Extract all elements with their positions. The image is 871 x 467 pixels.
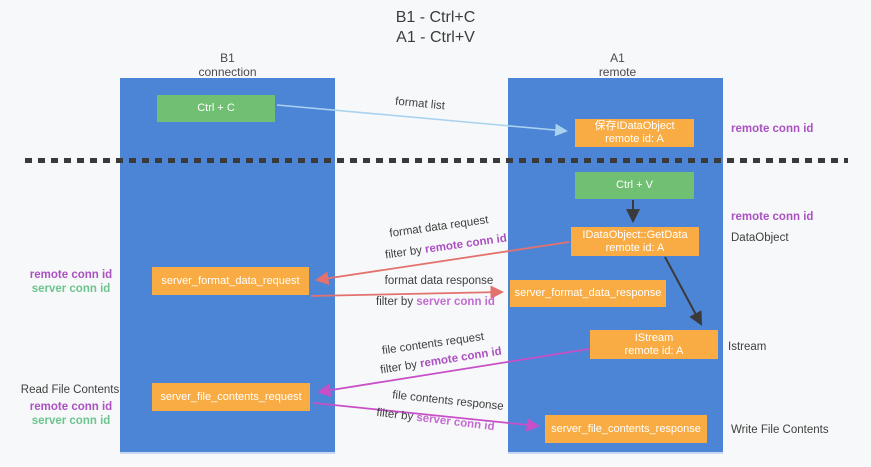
lane-left-name: B1 — [220, 51, 235, 65]
lane-header-left: B1 connection — [150, 51, 305, 79]
file-response-label-text: file contents response — [391, 389, 505, 413]
file-request-filter-prefix: filter by — [379, 358, 422, 377]
istream-node: IStream remote id: A — [590, 330, 718, 359]
right-mid-remote-conn-id: remote conn id — [731, 211, 814, 223]
write-file-contents-label: Write File Contents — [731, 424, 829, 436]
left-format-remote-conn-id: remote conn id — [29, 269, 113, 281]
istream-line2: remote id: A — [624, 344, 684, 357]
left-file-remote-conn-id: remote conn id — [29, 401, 113, 413]
lane-header-right: A1 remote — [540, 51, 695, 79]
format-response-filter-key: server conn id — [416, 296, 495, 308]
file-request-node: server_file_contents_request — [152, 383, 310, 411]
format-request-filter-prefix: filter by — [384, 243, 426, 262]
dataobject-label: DataObject — [731, 232, 789, 244]
format-response-filter-label: filter by server conn id — [376, 296, 495, 308]
lane-right-role: remote — [598, 65, 637, 79]
format-request-filter-key: remote conn id — [424, 232, 508, 256]
file-response-filter-prefix: filter by — [375, 406, 418, 424]
format-response-filter-prefix: filter by — [376, 296, 417, 308]
ctrl-c-label: Ctrl + C — [197, 102, 235, 114]
format-response-label: server_format_data_response — [514, 287, 662, 299]
left-format-server-conn-id: server conn id — [31, 283, 111, 295]
getdata-line1: IDataObject::GetData — [582, 228, 688, 241]
ctrl-v-label: Ctrl + V — [616, 179, 653, 191]
file-request-label: server_file_contents_request — [160, 390, 302, 403]
istream-line1: IStream — [634, 331, 674, 344]
read-file-contents-label: Read File Contents — [20, 384, 120, 396]
title-line-2: A1 - Ctrl+V — [396, 29, 475, 46]
file-response-filter-key: server conn id — [415, 411, 496, 434]
right-top-remote-conn-id: remote conn id — [731, 123, 814, 135]
file-response-node: server_file_contents_response — [545, 415, 707, 443]
file-response-label: server_file_contents_response — [551, 422, 701, 435]
getdata-line2: remote id: A — [605, 241, 665, 254]
title-line-1: B1 - Ctrl+C — [395, 9, 476, 26]
istream-side-label: Istream — [728, 341, 767, 353]
lane-right-name: A1 — [610, 51, 625, 65]
ctrl-v-node: Ctrl + V — [575, 172, 694, 199]
file-response-filter-label: filter by server conn id — [376, 407, 495, 433]
save-dataobject-node: 保存IDataObject remote id: A — [575, 119, 694, 147]
format-list-label: format list — [394, 95, 446, 113]
lane-left-role: connection — [198, 65, 257, 79]
ctrl-c-node: Ctrl + C — [157, 95, 275, 122]
diagram-title: B1 - Ctrl+C A1 - Ctrl+V — [0, 8, 871, 48]
left-file-server-conn-id: server conn id — [31, 415, 111, 427]
format-request-node: server_format_data_request — [152, 267, 309, 295]
save-dataobject-line2: remote id: A — [605, 133, 664, 145]
format-request-label: server_format_data_request — [161, 274, 300, 287]
getdata-node: IDataObject::GetData remote id: A — [571, 227, 699, 256]
format-response-node: server_format_data_response — [510, 280, 666, 307]
dashed-separator — [25, 158, 848, 163]
save-dataobject-line1: 保存IDataObject — [594, 120, 675, 132]
format-response-label-text: format data response — [384, 275, 494, 287]
